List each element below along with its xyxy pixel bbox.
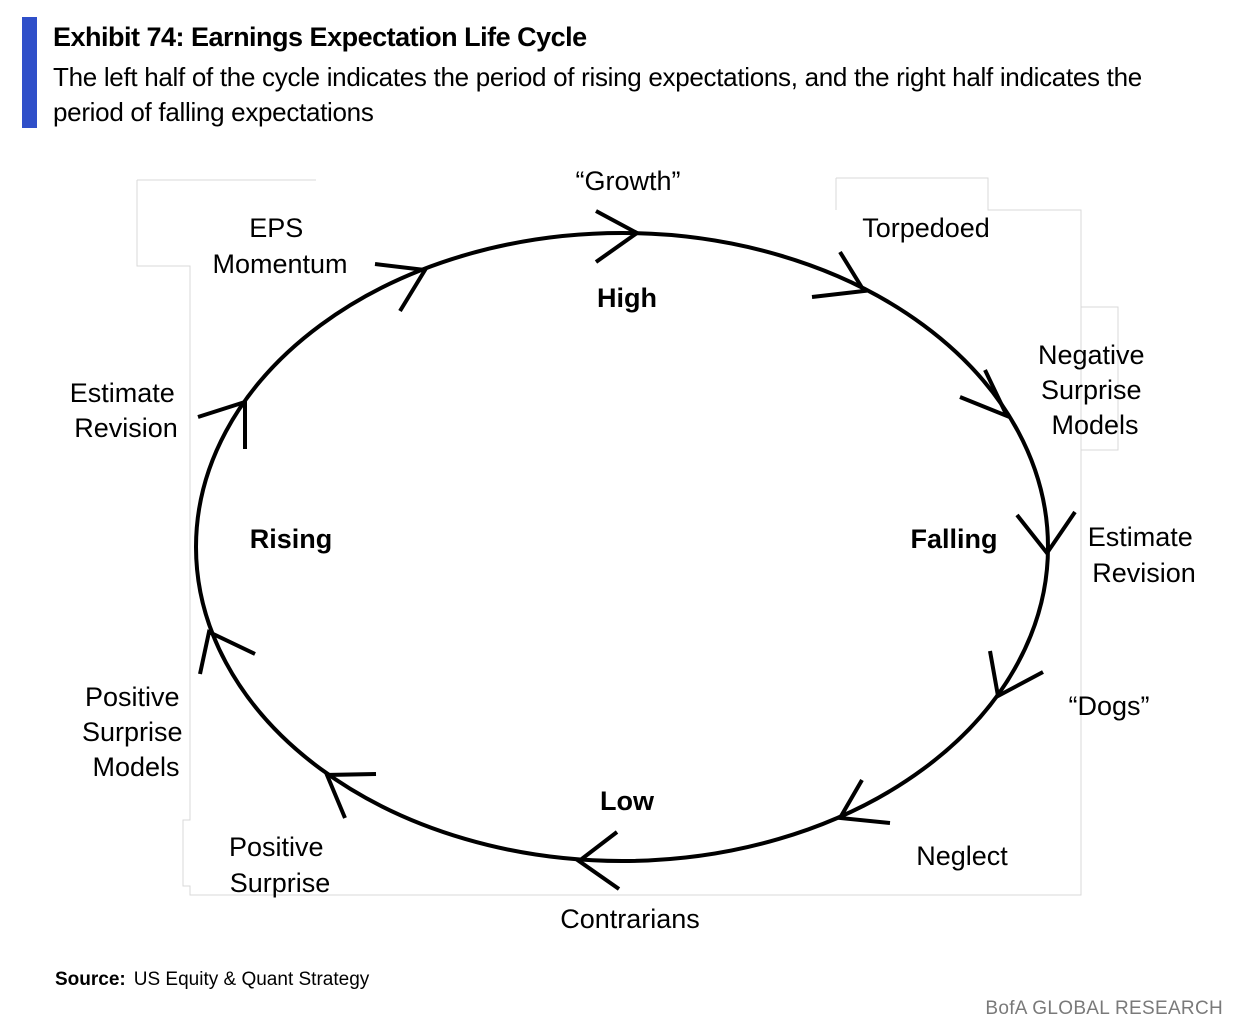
exhibit-subtitle: The left half of the cycle indicates the… — [53, 62, 1142, 127]
arrow-bottom — [575, 830, 621, 891]
arrow-top-left — [374, 262, 429, 313]
arrow-right-upper — [959, 369, 1012, 420]
accent-bar — [22, 17, 37, 128]
phase-low: Low — [600, 786, 655, 816]
label-eps-momentum: EPS Momentum — [212, 213, 347, 279]
label-dogs: “Dogs” — [1068, 691, 1149, 721]
phase-high: High — [597, 283, 657, 313]
source-note: Source: US Equity & Quant Strategy — [55, 969, 369, 991]
label-estimate-revision-right: Estimate Revision — [1088, 522, 1201, 588]
arrow-bottom-right — [836, 778, 891, 825]
label-neglect: Neglect — [916, 841, 1008, 871]
cycle-ellipse — [194, 231, 1050, 863]
arrow-top — [594, 209, 641, 264]
arrow-right-middle — [1015, 510, 1077, 557]
source-label: Source: — [55, 969, 126, 990]
source-text: US Equity & Quant Strategy — [133, 969, 370, 990]
exhibit-title: Exhibit 74: Earnings Expectation Life Cy… — [53, 22, 587, 52]
arrow-top-right — [811, 250, 868, 299]
label-growth: “Growth” — [575, 166, 680, 196]
arrow-bottom-left — [324, 772, 377, 819]
background-frame — [136, 177, 1119, 896]
phase-rising: Rising — [250, 524, 333, 554]
label-contrarians: Contrarians — [560, 904, 700, 934]
label-negative-surprise-models: Negative Surprise Models — [1038, 340, 1152, 440]
arrow-left-upper — [197, 399, 247, 449]
phase-falling: Falling — [911, 524, 998, 554]
brand-footer: BofA GLOBAL RESEARCH — [985, 998, 1223, 1019]
cycle-arrows — [197, 209, 1077, 891]
label-positive-surprise-models: Positive Surprise Models — [82, 682, 190, 782]
label-estimate-revision-left: Estimate Revision — [70, 378, 183, 443]
label-torpedoed: Torpedoed — [862, 213, 990, 243]
label-positive-surprise: Positive Surprise — [229, 832, 331, 898]
arrow-left-lower — [198, 629, 256, 675]
arrow-right-lower — [988, 650, 1044, 700]
